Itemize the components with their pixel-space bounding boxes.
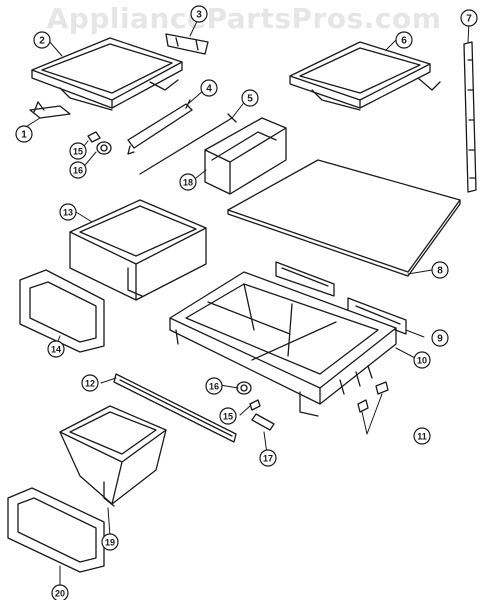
callout-11: 11 [413, 427, 431, 445]
part-side-rail [275, 261, 407, 335]
part-crisper-drawer [69, 199, 207, 301]
callout-5: 5 [241, 89, 259, 107]
callout-label: 14 [51, 345, 61, 355]
callout-label: 6 [401, 36, 407, 47]
part-screws [357, 381, 389, 413]
callout-label: 17 [263, 454, 273, 464]
callout-label: 12 [85, 379, 95, 389]
part-shelf-left [31, 37, 183, 111]
callout-label: 1 [21, 130, 27, 141]
part-glass-panel [227, 159, 461, 277]
callout-12: 12 [81, 374, 99, 392]
callout-label: 11 [417, 432, 427, 442]
part-cap-lower [249, 399, 261, 411]
callout-label: 5 [247, 94, 253, 105]
callout-7: 7 [460, 9, 478, 27]
part-drawer-front-upper [19, 269, 105, 353]
callout-15: 15 [219, 407, 237, 425]
callout-14: 14 [47, 340, 65, 358]
part-clip [29, 101, 71, 119]
callout-17: 17 [259, 449, 277, 467]
part-bracket-holder [204, 117, 287, 195]
callout-4: 4 [200, 79, 218, 97]
callout-label: 15 [73, 147, 83, 157]
callout-20: 20 [51, 584, 69, 600]
callout-label: 9 [437, 334, 443, 345]
part-rail-shelf [127, 99, 193, 155]
callout-label: 16 [73, 166, 83, 176]
callout-8: 8 [431, 261, 449, 279]
callout-16: 16 [69, 161, 87, 179]
part-drawer-front-lower [7, 487, 105, 573]
callout-label: 13 [63, 208, 73, 218]
callout-label: 10 [417, 356, 427, 366]
callout-9: 9 [431, 329, 449, 347]
part-lever [251, 413, 275, 431]
part-vertical-rail [463, 41, 477, 193]
callout-13: 13 [59, 203, 77, 221]
callout-label: 15 [223, 412, 233, 422]
callout-label: 7 [466, 14, 472, 25]
callout-3: 3 [190, 5, 208, 23]
callout-2: 2 [33, 31, 51, 49]
callout-10: 10 [413, 351, 431, 369]
callout-label: 3 [196, 10, 202, 21]
callout-16: 16 [205, 377, 223, 395]
callout-label: 19 [105, 538, 115, 548]
callout-label: 20 [55, 589, 65, 599]
part-knob-lower [236, 381, 252, 395]
callout-18: 18 [179, 173, 197, 191]
callout-6: 6 [395, 31, 413, 49]
callout-label: 18 [183, 178, 193, 188]
part-knob-upper [96, 141, 112, 155]
callout-label: 4 [206, 84, 212, 95]
part-crisper-drawer-lower [59, 405, 167, 507]
callout-19: 19 [101, 533, 119, 551]
callout-label: 8 [437, 266, 443, 277]
part-frame [169, 271, 397, 417]
part-cap-upper [87, 131, 101, 143]
callout-label: 16 [209, 382, 219, 392]
callout-label: 2 [39, 36, 45, 47]
callout-15: 15 [69, 142, 87, 160]
part-bracket-top [165, 33, 209, 55]
callout-1: 1 [15, 125, 33, 143]
watermark-text: AppliancePartsPros.com [46, 2, 442, 35]
part-long-rail [113, 373, 237, 443]
part-shelf-right [289, 41, 441, 111]
